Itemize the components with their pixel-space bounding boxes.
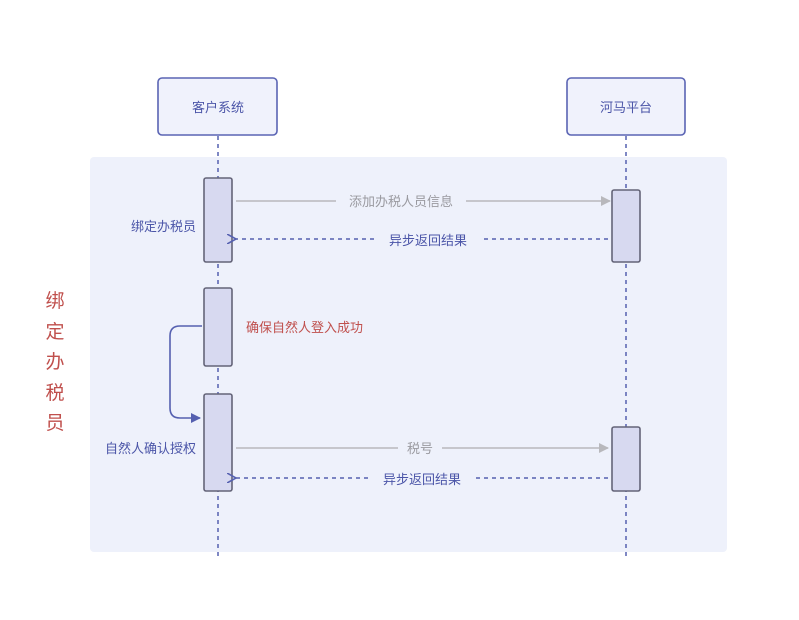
- group-label-char: 税: [45, 381, 65, 404]
- group-label-char: 绑: [45, 290, 65, 312]
- activation-client-bind: [203, 177, 233, 263]
- step-ensure-label: 确保自然人登入成功: [246, 320, 363, 336]
- message-4-label: 异步返回结果: [383, 473, 461, 488]
- activation-platform-1: [611, 189, 641, 263]
- message-3-label: 税号: [407, 442, 433, 457]
- group-label-char: 定: [45, 320, 65, 343]
- participant-client-label: 客户系统: [192, 100, 244, 116]
- group-label-char: 办: [45, 351, 65, 373]
- activation-platform-2: [611, 426, 641, 492]
- group-label: 绑定办税员: [38, 286, 72, 439]
- activation-client-ensure: [203, 287, 233, 367]
- step-bind-label: 绑定办税员: [131, 220, 196, 235]
- self-loop-arrow: [169, 325, 202, 423]
- participant-client: 客户系统: [157, 77, 278, 136]
- message-2-label: 异步返回结果: [389, 234, 467, 249]
- activation-client-confirm: [203, 393, 233, 492]
- participant-platform: 河马平台: [566, 77, 686, 136]
- participant-platform-label: 河马平台: [600, 101, 652, 116]
- step-confirm-label: 自然人确认授权: [105, 441, 196, 457]
- group-label-char: 员: [45, 412, 65, 434]
- group-background: [90, 157, 727, 552]
- message-1-label: 添加办税人员信息: [349, 194, 453, 210]
